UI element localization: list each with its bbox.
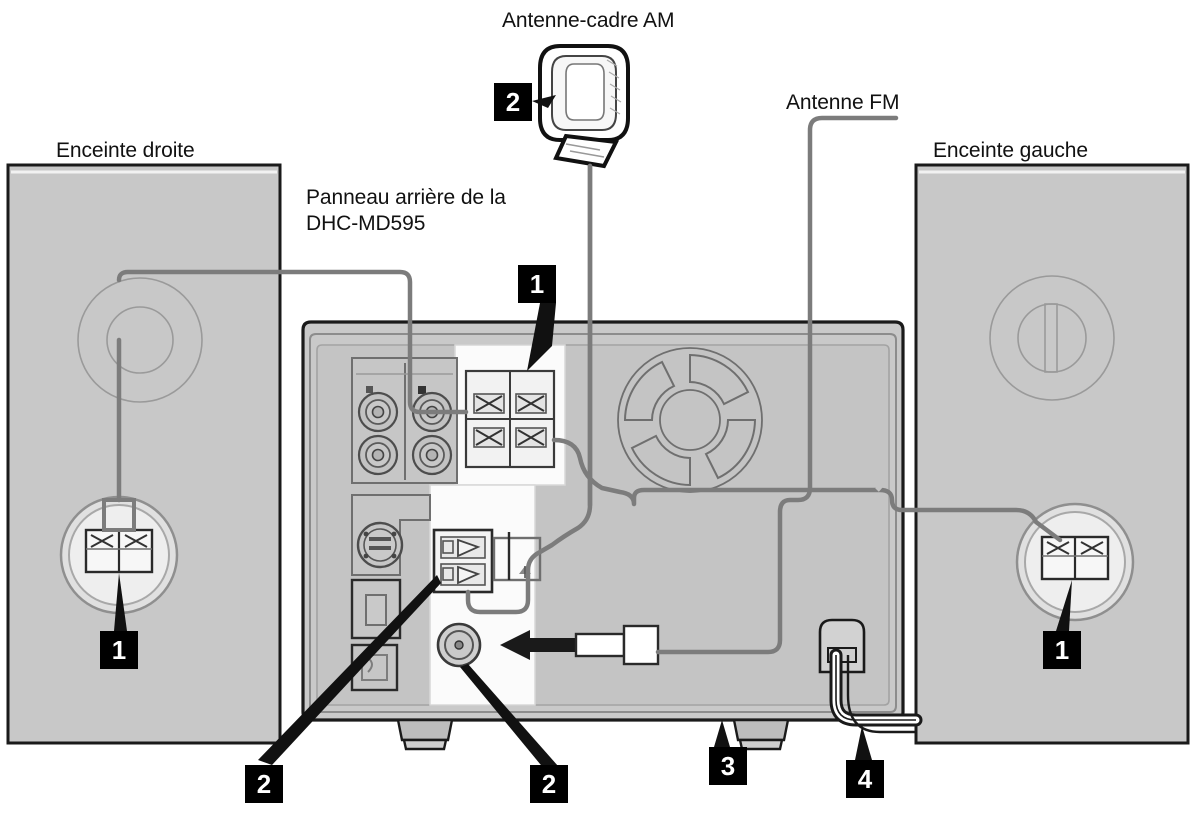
label-rear-panel-line1: Panneau arrière de la — [306, 186, 506, 209]
leader-right-speaker-terminal — [114, 573, 127, 631]
rca-jack — [357, 434, 399, 476]
callout-am-antenna: 2 — [494, 83, 532, 121]
callout-fm-jack: 2 — [530, 765, 568, 803]
leader-unit-body — [714, 720, 730, 747]
leader-speaker-terminals — [527, 303, 556, 371]
connector-plate-lower — [429, 484, 536, 706]
leader-power-cord — [855, 726, 872, 760]
right-speaker-wire — [102, 337, 136, 532]
am-loop-antenna — [538, 44, 630, 169]
callout-power-cord: 4 — [846, 760, 884, 798]
power-cord — [829, 648, 923, 734]
rca-jack — [357, 391, 399, 433]
right-speaker-cable — [116, 269, 469, 415]
callout-speaker-terminals: 1 — [518, 265, 556, 303]
callout-am-terminal: 2 — [245, 765, 283, 803]
label-rear-panel-line2: DHC-MD595 — [306, 212, 426, 235]
am-antenna-terminal — [432, 528, 542, 594]
callout-unit-body: 3 — [709, 747, 747, 785]
fm-antenna-coax-jack — [436, 622, 482, 668]
label-left-speaker: Enceinte gauche — [933, 139, 1088, 162]
leader-am-antenna — [532, 95, 556, 108]
label-right-speaker: Enceinte droite — [56, 139, 195, 162]
leader-fm-jack — [460, 664, 558, 770]
unit-foot — [732, 718, 790, 751]
fm-plug-arrow — [500, 630, 576, 660]
binding-post — [473, 393, 505, 414]
am-terminal-post — [440, 536, 486, 559]
rca-jack — [411, 434, 453, 476]
am-terminal-post — [440, 563, 486, 586]
right-speaker-terminal — [59, 495, 179, 615]
callout-left-speaker: 1 — [1043, 631, 1081, 669]
callout-right-speaker: 1 — [100, 631, 138, 669]
label-fm-antenna: Antenne FM — [786, 91, 900, 114]
wire-crossover-hop — [875, 460, 887, 492]
leader-left-speaker-terminal — [1056, 580, 1072, 631]
binding-post — [515, 393, 547, 414]
am-antenna-lead — [465, 163, 593, 615]
unit-foot — [396, 718, 454, 751]
fm-antenna-lead — [655, 115, 899, 655]
left-speaker-cable — [551, 437, 1063, 543]
din-control-jack — [356, 521, 404, 569]
fm-coax-plug — [574, 624, 660, 666]
binding-post — [473, 427, 505, 448]
right-speaker-box — [6, 163, 282, 745]
speaker-terminal-block — [464, 369, 556, 469]
binding-post — [515, 427, 547, 448]
leader-am-terminal — [258, 575, 441, 765]
label-am-loop-antenna: Antenne-cadre AM — [502, 9, 675, 32]
left-speaker-terminal — [1015, 502, 1135, 622]
